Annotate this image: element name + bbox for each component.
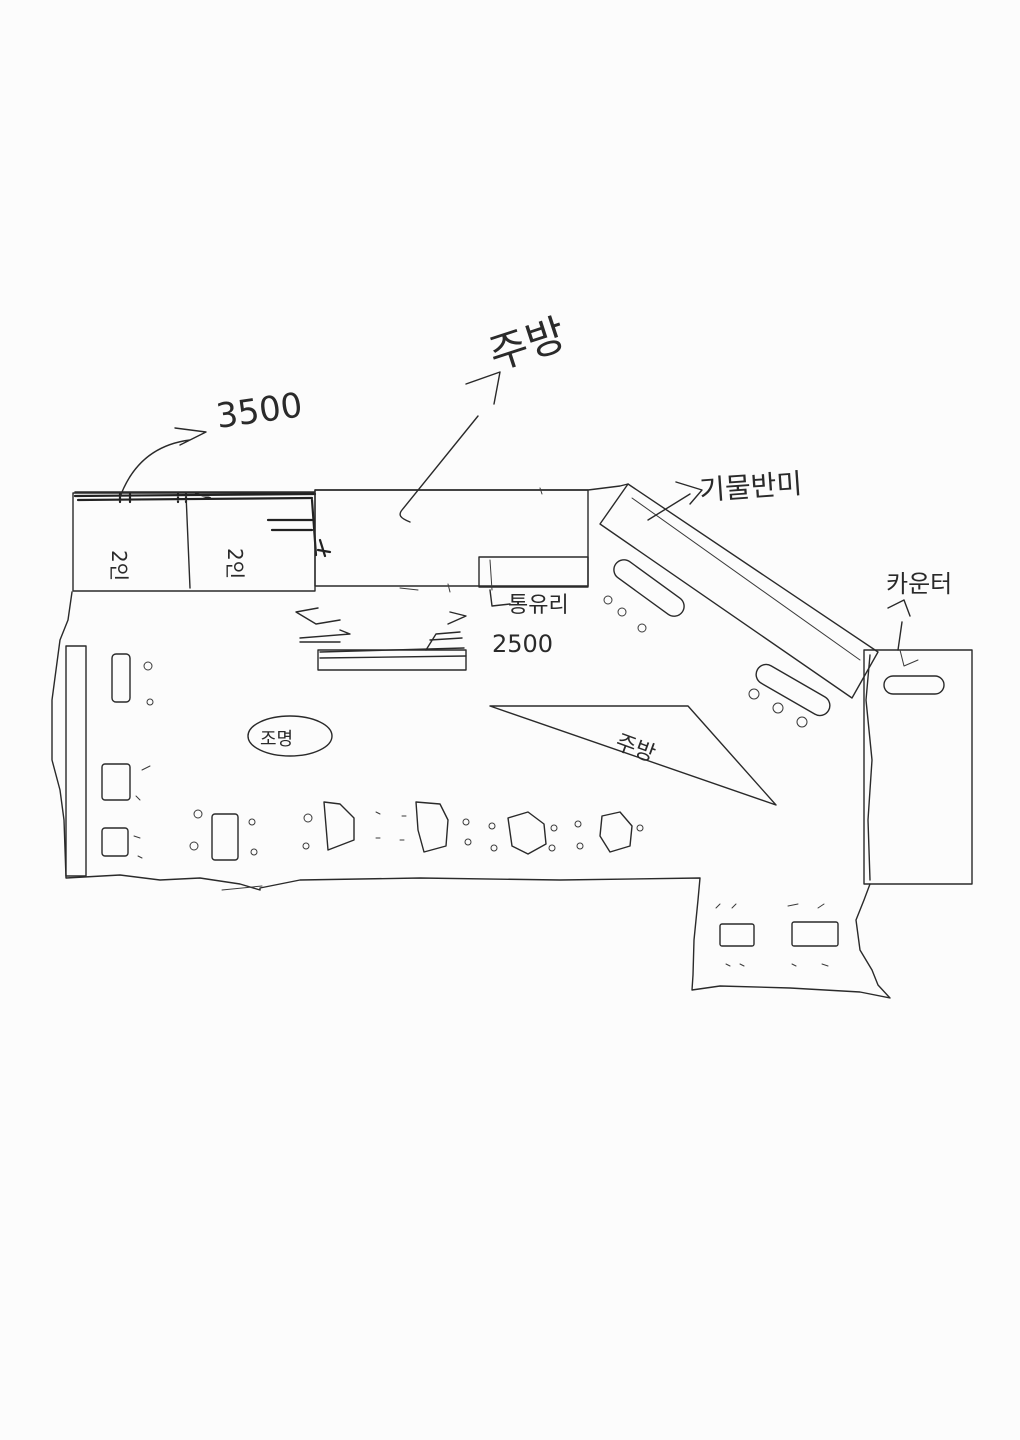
triangle-table: 주방 <box>489 705 777 806</box>
light-label: 조명 <box>260 729 293 750</box>
left-tables <box>101 653 154 859</box>
pass-dimension: 2500 <box>492 630 553 658</box>
kitchen-label: 주방 <box>483 309 572 379</box>
light-fixture: 조명 <box>247 715 333 757</box>
bar-arrow <box>647 481 703 521</box>
cashier-label: 카운터 <box>886 570 952 598</box>
dimension-arrow-3500 <box>119 427 207 498</box>
lower-right-tables <box>715 903 839 967</box>
left-bench <box>65 645 87 877</box>
kitchen-arrow <box>399 371 501 523</box>
pass-label: 통유리 <box>508 593 569 618</box>
cashier-arrow <box>887 599 911 651</box>
bar-label: 기물반미 <box>698 467 803 507</box>
diagonal-bar <box>599 483 879 728</box>
room-block-left: 2인 2인 <box>72 492 332 592</box>
pass-arrow <box>489 589 511 607</box>
room-outline <box>51 483 891 999</box>
triangle-label: 주방 <box>612 730 659 767</box>
room-left-label: 2인 <box>107 550 131 581</box>
kitchen-block <box>314 487 589 593</box>
cashier-block <box>863 649 973 885</box>
bottom-row-tables <box>189 801 644 861</box>
stray-stroke <box>221 885 263 891</box>
room-right-label: 2인 <box>223 548 247 579</box>
glass-counter <box>295 607 467 671</box>
dimension-top-label: 3500 <box>214 385 305 437</box>
